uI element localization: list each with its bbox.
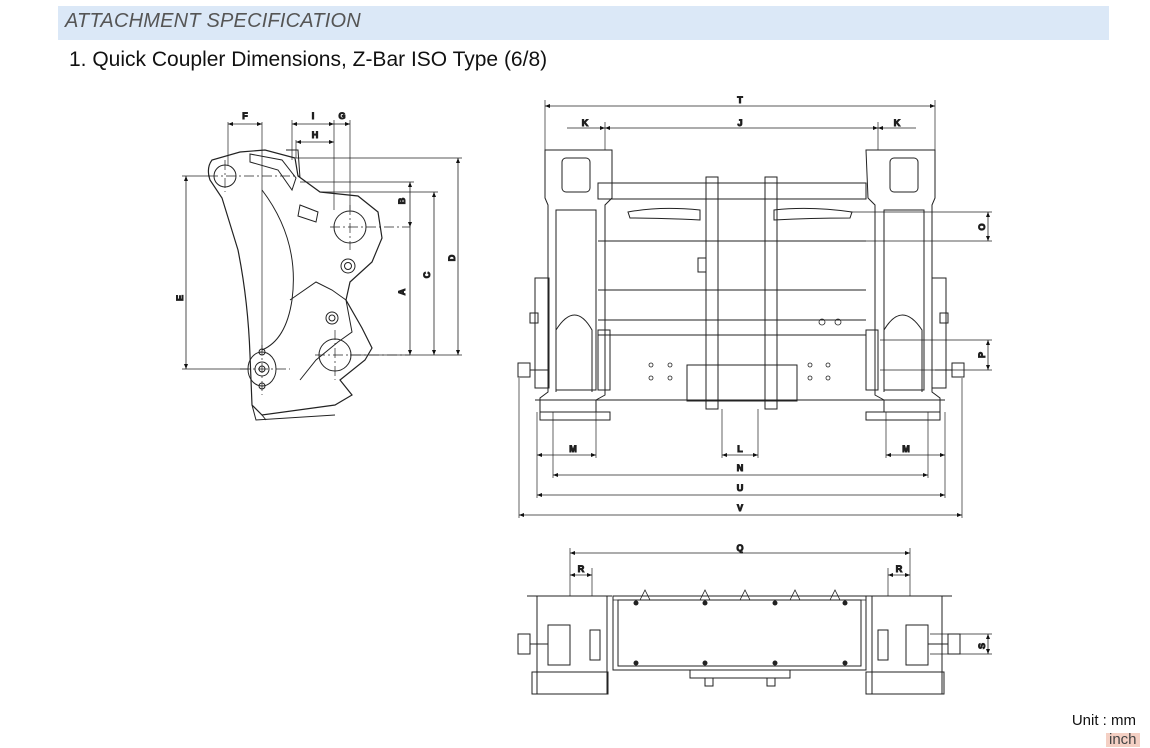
dim-label-p: P — [977, 352, 987, 358]
dim-label-f: F — [242, 111, 248, 121]
dim-label-h: H — [312, 130, 319, 140]
dim-label-m-right: M — [902, 444, 910, 454]
dim-label-i: I — [312, 111, 315, 121]
dim-label-r-left: R — [578, 564, 585, 574]
section-banner: ATTACHMENT SPECIFICATION — [58, 6, 1109, 40]
dim-label-u: U — [737, 483, 744, 493]
dim-label-c: C — [422, 271, 432, 278]
dim-label-s: S — [977, 643, 987, 649]
unit-label-mm: Unit : mm — [1071, 712, 1136, 729]
front-view-drawing — [517, 100, 992, 518]
dim-label-m-left: M — [569, 444, 577, 454]
dim-label-v: V — [737, 503, 743, 513]
dim-label-n: N — [737, 463, 744, 473]
dim-label-q: Q — [736, 543, 743, 553]
dim-label-k-left: K — [582, 118, 589, 128]
dim-label-e: E — [175, 295, 185, 301]
dim-label-t: T — [737, 95, 743, 105]
dim-label-b: B — [397, 197, 407, 204]
page-title: 1. Quick Coupler Dimensions, Z-Bar ISO T… — [69, 48, 548, 71]
dim-label-g: G — [338, 111, 345, 121]
dim-label-o: O — [977, 223, 987, 230]
dim-label-d: D — [447, 254, 457, 261]
side-view-drawing — [182, 120, 462, 421]
unit-label-inch: inch — [1106, 732, 1140, 747]
dim-label-l: L — [737, 444, 743, 454]
dim-label-a: A — [397, 288, 407, 295]
dim-label-r-right: R — [896, 564, 903, 574]
banner-title: ATTACHMENT SPECIFICATION — [65, 10, 361, 32]
dim-label-j: J — [737, 118, 742, 128]
bottom-view-drawing — [517, 548, 992, 695]
dim-label-k-right: K — [894, 118, 901, 128]
